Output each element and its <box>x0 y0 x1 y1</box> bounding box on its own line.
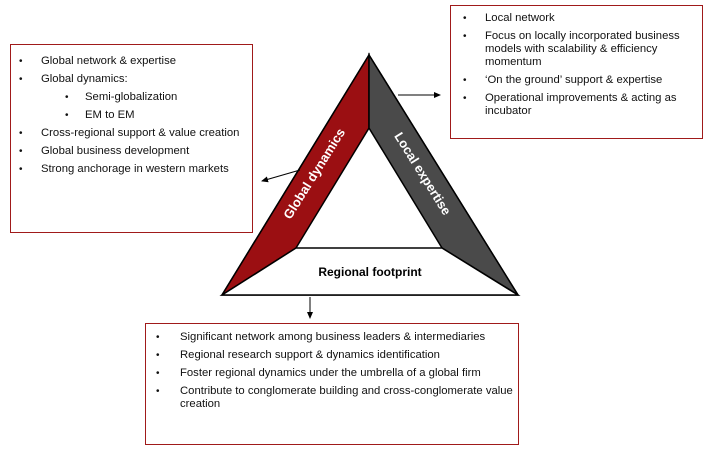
list-item: Global network & expertise <box>11 55 252 68</box>
list-item: Global business development <box>11 145 252 158</box>
list-item: ‘On the ground’ support & expertise <box>451 74 702 87</box>
global-dynamics-box: Global network & expertise Global dynami… <box>10 44 253 233</box>
regional-footprint-box: Significant network among business leade… <box>145 323 519 445</box>
local-expertise-list: Local network Focus on locally incorpora… <box>451 12 702 118</box>
list-item: Cross-regional support & value creation <box>11 127 252 140</box>
list-item: Local network <box>451 12 702 25</box>
regional-footprint-list: Significant network among business leade… <box>146 331 518 411</box>
regional-footprint-label: Regional footprint <box>318 265 421 279</box>
global-dynamics-list: Global network & expertise Global dynami… <box>11 55 252 176</box>
list-item: Operational improvements & acting as inc… <box>451 92 702 118</box>
list-item: Focus on locally incorporated business m… <box>451 30 702 69</box>
list-item: Regional research support & dynamics ide… <box>146 349 518 362</box>
arrow-to-left-box <box>261 169 301 183</box>
list-item: Strong anchorage in western markets <box>11 163 252 176</box>
sub-list-item: Semi-globalization <box>11 91 252 104</box>
regional-footprint-band <box>219 247 521 296</box>
list-item: Foster regional dynamics under the umbre… <box>146 367 518 380</box>
sub-list-item: EM to EM <box>11 109 252 122</box>
list-item: Significant network among business leade… <box>146 331 518 344</box>
local-expertise-box: Local network Focus on locally incorpora… <box>450 5 703 139</box>
list-item: Contribute to conglomerate building and … <box>146 385 518 411</box>
list-item: Global dynamics: <box>11 73 252 86</box>
